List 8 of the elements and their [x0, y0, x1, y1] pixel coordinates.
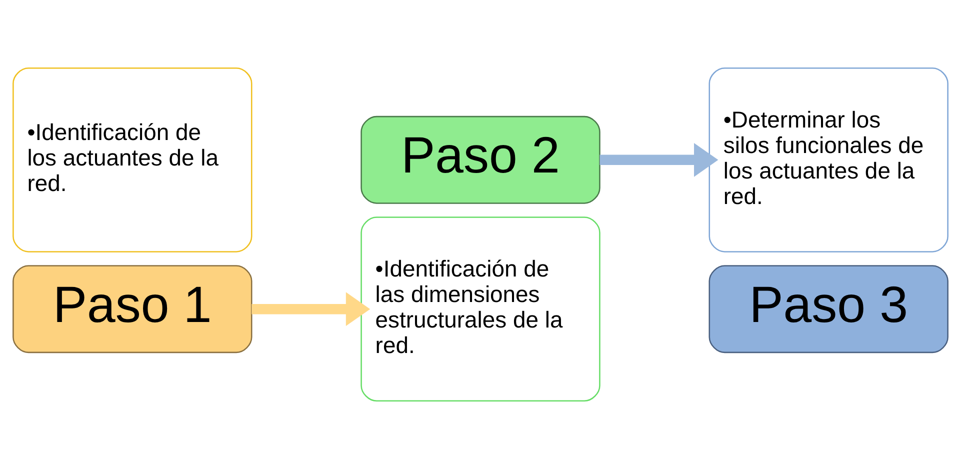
- node-box: Paso 3: [708, 264, 948, 353]
- node-box: •Identificación de las dimensiones estructurales de la red.: [360, 216, 600, 402]
- arrow: [600, 142, 718, 176]
- node-box: •Identificación de los actuantes de la red.: [12, 66, 252, 252]
- node-box: Paso 1: [12, 264, 252, 353]
- node-box: •Determinar los silos funcionales de los actuantes de la red.: [708, 66, 948, 252]
- arrow: [252, 292, 370, 326]
- node-box: Paso 2: [360, 115, 600, 204]
